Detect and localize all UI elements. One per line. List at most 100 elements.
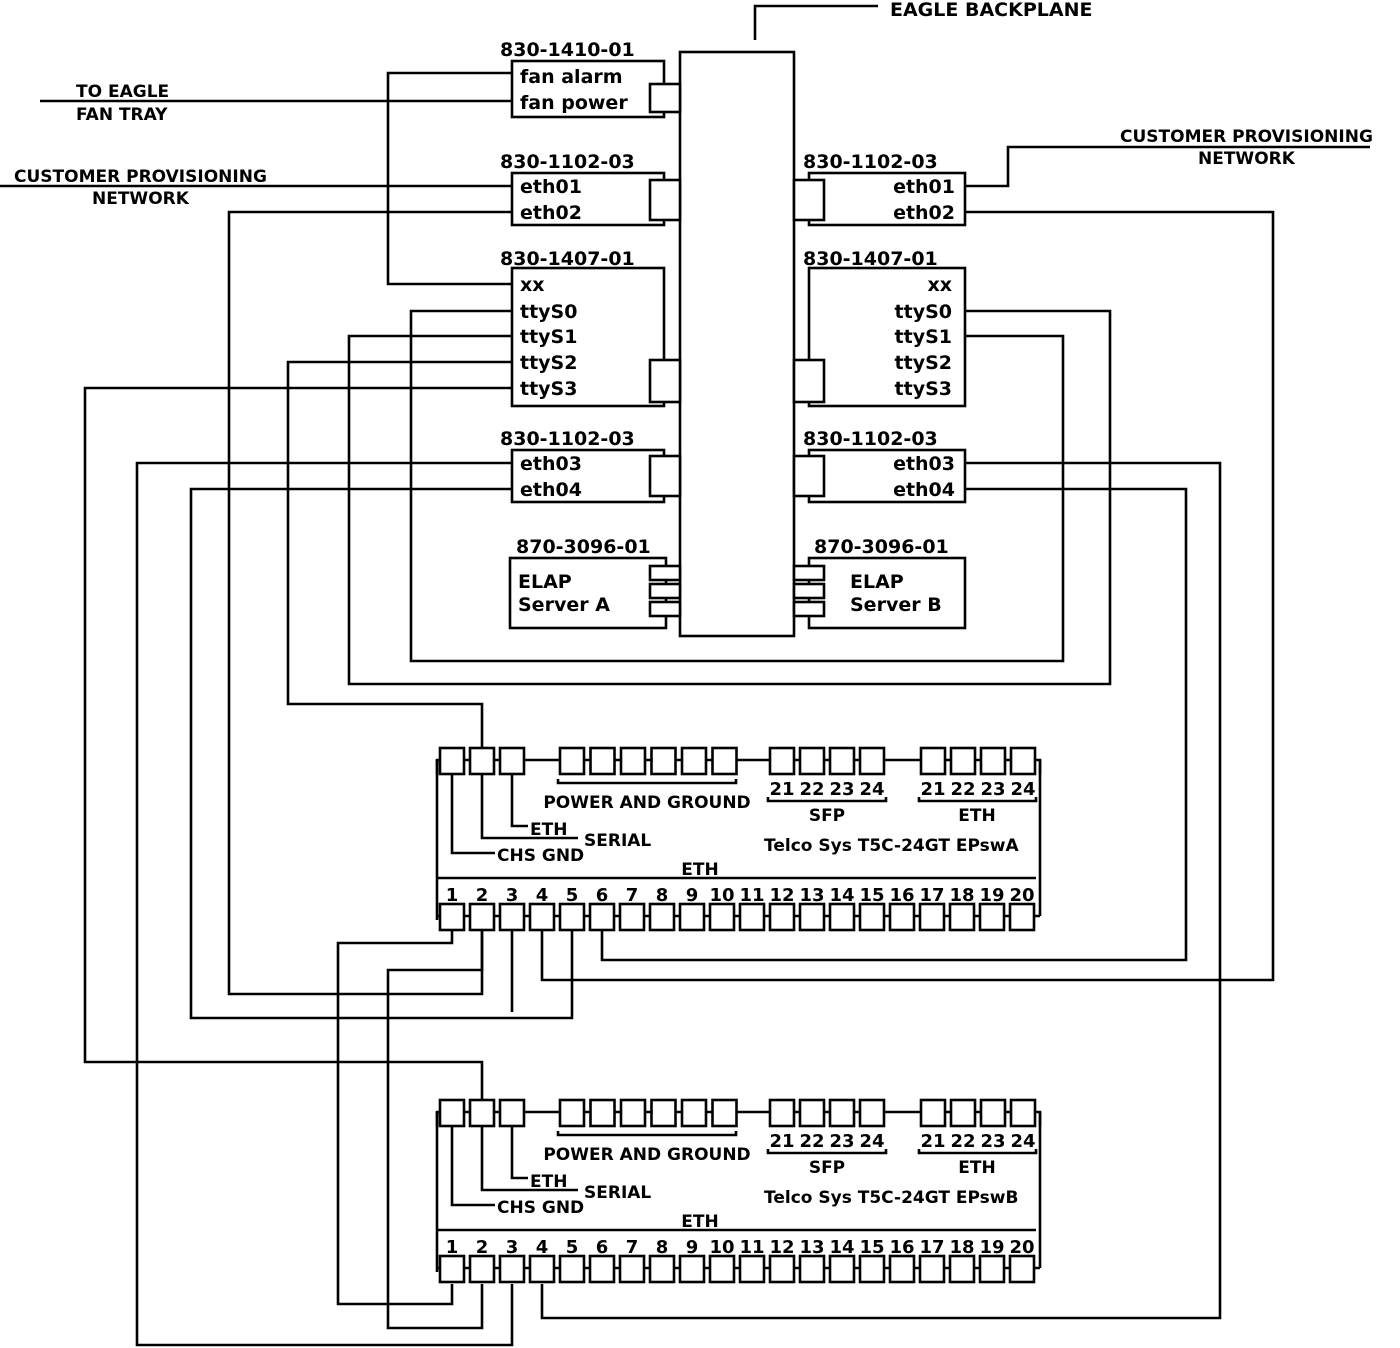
- switch-top-aux-port[interactable]: [438, 746, 466, 776]
- eth-port-number: 10: [709, 1237, 734, 1258]
- switch-eth-port-13[interactable]: [798, 902, 826, 932]
- switch-eth-port-20[interactable]: [1008, 902, 1036, 932]
- switch-power-port[interactable]: [711, 746, 738, 776]
- switch-eth-port-19[interactable]: [978, 902, 1006, 932]
- switch-eth-port-2[interactable]: [468, 1254, 496, 1284]
- switch-eth-top-port[interactable]: [949, 746, 977, 776]
- left-eth02-label: eth02: [520, 202, 582, 224]
- switch-eth-port-20[interactable]: [1008, 1254, 1036, 1284]
- switch-eth-port-9[interactable]: [678, 902, 706, 932]
- switch-eth-port-11[interactable]: [738, 1254, 766, 1284]
- switch-top-aux-port[interactable]: [438, 1098, 466, 1128]
- switch-eth-port-16[interactable]: [888, 902, 916, 932]
- switch-eth-port-4[interactable]: [528, 1254, 556, 1284]
- switch-top-aux-port[interactable]: [498, 1098, 526, 1128]
- switch-eth-port-1[interactable]: [438, 1254, 466, 1284]
- right-eth01-label: eth01: [893, 176, 955, 198]
- right-eth03-label: eth03: [893, 453, 955, 475]
- chs-gnd-label: CHS GND: [497, 1198, 584, 1218]
- switch-power-port[interactable]: [680, 746, 708, 776]
- switch-eth-top-port[interactable]: [919, 746, 947, 776]
- eth-port-number: 20: [1009, 885, 1034, 906]
- switch-power-port[interactable]: [650, 746, 677, 776]
- switch-power-port[interactable]: [711, 1098, 738, 1128]
- switch-eth-port-16[interactable]: [888, 1254, 916, 1284]
- switch-eth-port-5[interactable]: [558, 1254, 586, 1284]
- switch-eth-port-3[interactable]: [498, 1254, 526, 1284]
- switch-eth-port-17[interactable]: [918, 1254, 946, 1284]
- switch-eth-port-1[interactable]: [438, 902, 466, 932]
- switch-power-port[interactable]: [558, 1098, 586, 1128]
- switch-eth-port-18[interactable]: [948, 1254, 976, 1284]
- switch-power-port[interactable]: [619, 746, 647, 776]
- switch-sfp-port[interactable]: [798, 746, 826, 776]
- switch-eth-top-port[interactable]: [919, 1098, 947, 1128]
- switch-power-port[interactable]: [680, 1098, 708, 1128]
- switch-eth-port-15[interactable]: [858, 902, 886, 932]
- switch-eth-top-port[interactable]: [1009, 746, 1037, 776]
- switch-eth-port-11[interactable]: [738, 902, 766, 932]
- switch-eth-port-6[interactable]: [588, 1254, 616, 1284]
- serial-label: SERIAL: [584, 1183, 651, 1203]
- switch-eth-port-8[interactable]: [648, 902, 676, 932]
- eth-port-number: 1: [446, 1237, 459, 1258]
- switch-power-port[interactable]: [558, 746, 586, 776]
- switch-eth-port-19[interactable]: [978, 1254, 1006, 1284]
- switch-power-port[interactable]: [619, 1098, 647, 1128]
- sfp-number: 23: [829, 779, 854, 800]
- switch-sfp-port[interactable]: [828, 1098, 856, 1128]
- switch-top-aux-port[interactable]: [468, 746, 496, 776]
- sfp-number: 21: [769, 779, 794, 800]
- switch-eth-port-12[interactable]: [768, 1254, 796, 1284]
- switch-eth-port-7[interactable]: [618, 1254, 646, 1284]
- switch-eth-port-8[interactable]: [648, 1254, 676, 1284]
- switch-power-port[interactable]: [589, 1098, 616, 1128]
- switch-sfp-port[interactable]: [858, 746, 886, 776]
- left-eth-b-connector: [648, 454, 682, 498]
- switch-top-aux-port[interactable]: [468, 1098, 496, 1128]
- eth-port-number: 17: [919, 1237, 944, 1258]
- switch-eth-port-7[interactable]: [618, 902, 646, 932]
- switch-eth-port-14[interactable]: [828, 902, 856, 932]
- right-xx-label: xx: [927, 274, 952, 296]
- switch-eth-top-port[interactable]: [979, 746, 1007, 776]
- switch-eth-port-3[interactable]: [498, 902, 526, 932]
- switch-eth-port-17[interactable]: [918, 902, 946, 932]
- left-serial-card: 830-1407-01 xx ttyS0 ttyS1 ttyS2 ttyS3: [500, 248, 682, 408]
- switch-sfp-port[interactable]: [828, 746, 856, 776]
- right-ttyS2-label: ttyS2: [895, 352, 952, 374]
- switch-eth-port-6[interactable]: [588, 902, 616, 932]
- switch-eth-port-10[interactable]: [708, 1254, 736, 1284]
- switch-eth-port-5[interactable]: [558, 902, 586, 932]
- right-ttyS0-label: ttyS0: [895, 301, 952, 323]
- switch-sfp-port[interactable]: [798, 1098, 826, 1128]
- switch-eth-port-12[interactable]: [768, 902, 796, 932]
- eth-top-bracket: [917, 797, 1038, 803]
- eth-port-number: 19: [979, 885, 1004, 906]
- switch-eth-top-port[interactable]: [1009, 1098, 1037, 1128]
- switch-sfp-port[interactable]: [768, 1098, 796, 1128]
- switch-power-port[interactable]: [589, 746, 616, 776]
- eth-top-number: 21: [920, 1131, 945, 1152]
- switch-top-aux-port[interactable]: [498, 746, 526, 776]
- switch-sfp-port[interactable]: [858, 1098, 886, 1128]
- eth-port-number: 3: [506, 885, 519, 906]
- wire-eth03-right-swB4: [540, 461, 1222, 1320]
- switch-eth-top-port[interactable]: [979, 1098, 1007, 1128]
- switch-eth-port-2[interactable]: [468, 902, 496, 932]
- eth-port-number: 11: [739, 885, 764, 906]
- switch-eth-top-port[interactable]: [949, 1098, 977, 1128]
- switch-eth-port-10[interactable]: [708, 902, 736, 932]
- switch-eth-port-18[interactable]: [948, 902, 976, 932]
- switch-eth-port-14[interactable]: [828, 1254, 856, 1284]
- switch-eth-port-9[interactable]: [678, 1254, 706, 1284]
- eth-port-number: 4: [536, 885, 549, 906]
- switch-eth-port-4[interactable]: [528, 902, 556, 932]
- fan-tray-label-1: TO EAGLE: [76, 82, 169, 102]
- switch-sfp-port[interactable]: [768, 746, 796, 776]
- switch-eth-port-13[interactable]: [798, 1254, 826, 1284]
- switch-eth-port-15[interactable]: [858, 1254, 886, 1284]
- switch-power-port[interactable]: [650, 1098, 677, 1128]
- eth-port-number: 15: [859, 1237, 884, 1258]
